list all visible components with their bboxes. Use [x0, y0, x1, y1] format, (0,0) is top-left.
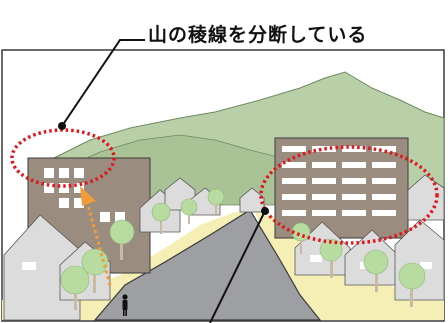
sidewalk-left	[2, 212, 250, 320]
leader-dot-left	[58, 122, 66, 130]
highlight-ellipse-left	[10, 128, 116, 188]
annotation-caption: 山の稜線を分断している	[148, 24, 368, 46]
person-silhouette-icon	[122, 294, 128, 316]
right-building	[274, 137, 409, 239]
highlight-ellipse-right	[259, 145, 439, 245]
annotation-leaders	[61, 39, 266, 323]
leader-dot-right	[261, 207, 269, 215]
house	[407, 174, 445, 221]
trees	[60, 188, 426, 310]
house	[239, 187, 265, 213]
sightline-arrow	[80, 186, 112, 286]
